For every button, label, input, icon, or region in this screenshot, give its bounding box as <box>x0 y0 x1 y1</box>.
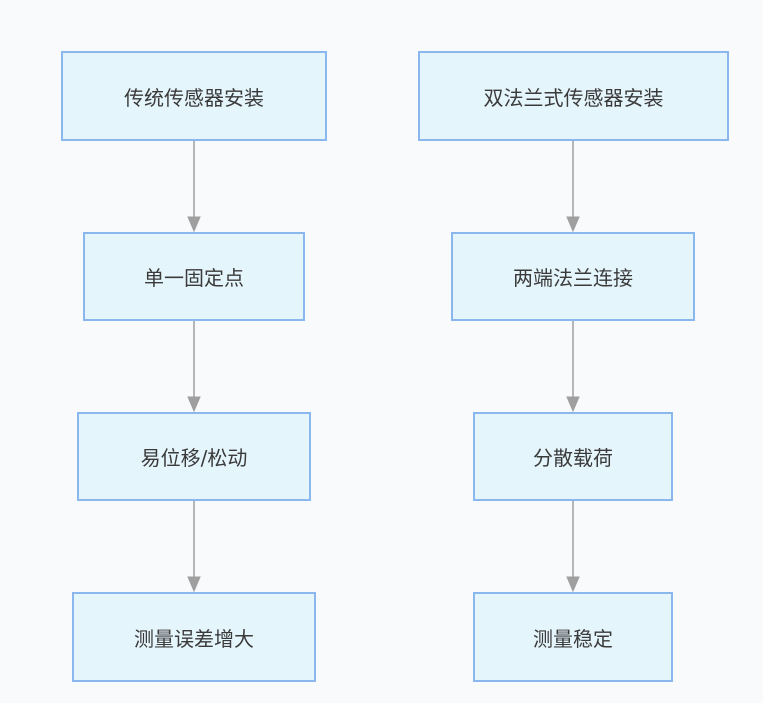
node-stable-measurement: 测量稳定 <box>473 592 673 682</box>
edge-left-3 <box>187 501 201 593</box>
node-distributed-load: 分散载荷 <box>473 412 673 501</box>
node-label: 测量误差增大 <box>134 626 254 651</box>
node-label: 单一固定点 <box>144 266 244 290</box>
edge-right-1 <box>566 141 580 233</box>
node-single-fixed-point: 单一固定点 <box>83 232 305 321</box>
node-double-flange-installation: 双法兰式传感器安装 <box>418 51 729 141</box>
node-label: 易位移/松动 <box>140 446 248 470</box>
node-label: 测量稳定 <box>533 626 613 651</box>
edge-left-1 <box>187 141 201 233</box>
node-label: 两端法兰连接 <box>513 266 633 290</box>
edge-right-2 <box>566 321 580 413</box>
node-traditional-installation: 传统传感器安装 <box>61 51 327 141</box>
edge-left-2 <box>187 321 201 413</box>
node-flange-connection: 两端法兰连接 <box>451 232 695 321</box>
node-increased-error: 测量误差增大 <box>72 592 316 682</box>
node-prone-to-loosening: 易位移/松动 <box>77 412 311 501</box>
node-label: 分散载荷 <box>533 446 613 470</box>
node-label: 双法兰式传感器安装 <box>483 85 664 110</box>
edge-right-3 <box>566 501 580 593</box>
node-label: 传统传感器安装 <box>124 85 264 110</box>
